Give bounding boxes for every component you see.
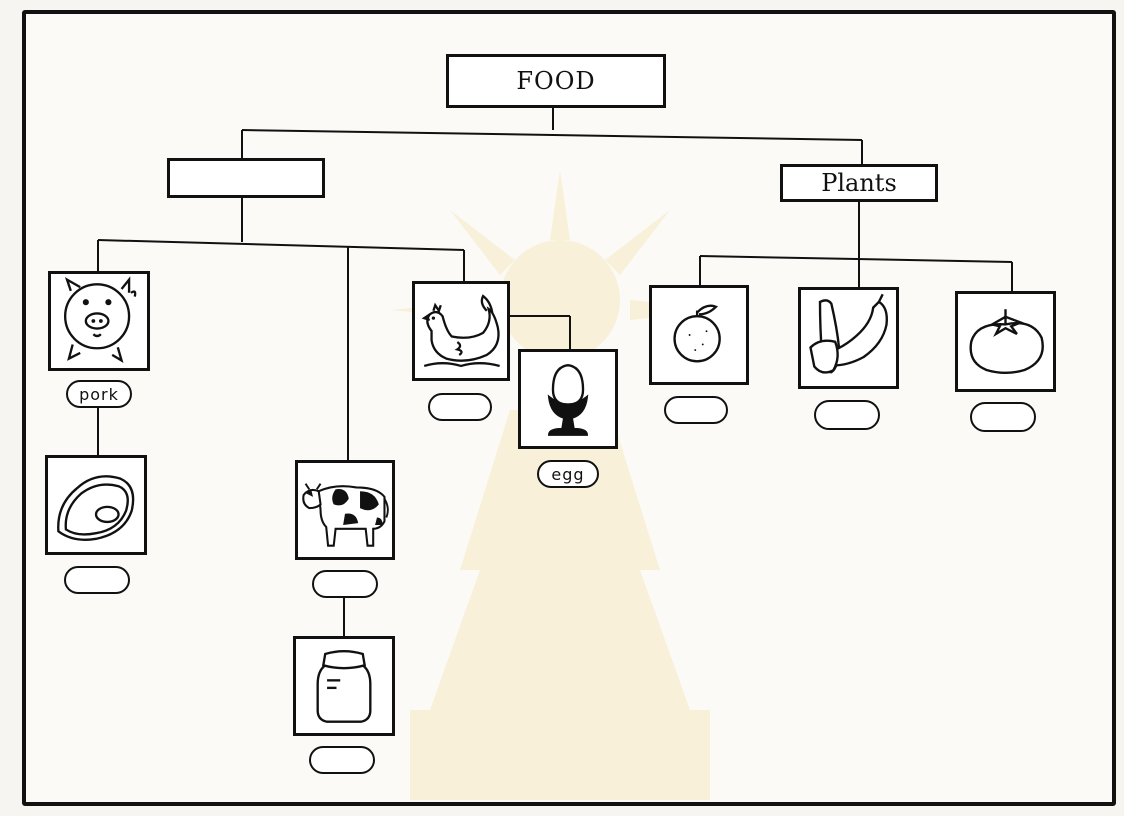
root-food-box: FOOD xyxy=(446,54,666,108)
vegetables-picture xyxy=(798,287,899,389)
hen-icon xyxy=(421,294,500,368)
steak-icon xyxy=(57,475,135,541)
answer-blank-jar[interactable] xyxy=(309,746,375,774)
egg-icon xyxy=(547,363,589,436)
jar-picture xyxy=(293,636,395,736)
cow-picture xyxy=(295,460,395,560)
answer-blank-vegetables[interactable] xyxy=(814,400,880,430)
steak-picture xyxy=(45,455,147,555)
label-egg: egg xyxy=(537,460,599,488)
tomato-icon xyxy=(969,309,1044,375)
answer-blank-hen[interactable] xyxy=(428,393,492,421)
answer-blank-tomato[interactable] xyxy=(970,402,1036,432)
cow-icon xyxy=(302,483,389,547)
category-box-plants: Plants xyxy=(780,164,938,202)
orange-picture xyxy=(649,285,749,385)
pig-picture xyxy=(48,271,150,371)
answer-blank-cow[interactable] xyxy=(312,570,378,598)
orange-icon xyxy=(673,304,721,363)
answer-blank-orange[interactable] xyxy=(664,396,728,424)
jar-icon xyxy=(316,650,372,723)
watermark-emblem xyxy=(390,170,730,800)
label-pork: pork xyxy=(66,380,132,408)
egg-picture xyxy=(518,349,618,449)
pig-icon xyxy=(63,276,137,364)
vegetables-icon xyxy=(809,293,888,374)
hen-picture xyxy=(412,281,510,381)
category-box-animals-blank[interactable] xyxy=(167,158,325,198)
answer-blank-steak[interactable] xyxy=(64,566,130,594)
tomato-picture xyxy=(955,291,1056,392)
